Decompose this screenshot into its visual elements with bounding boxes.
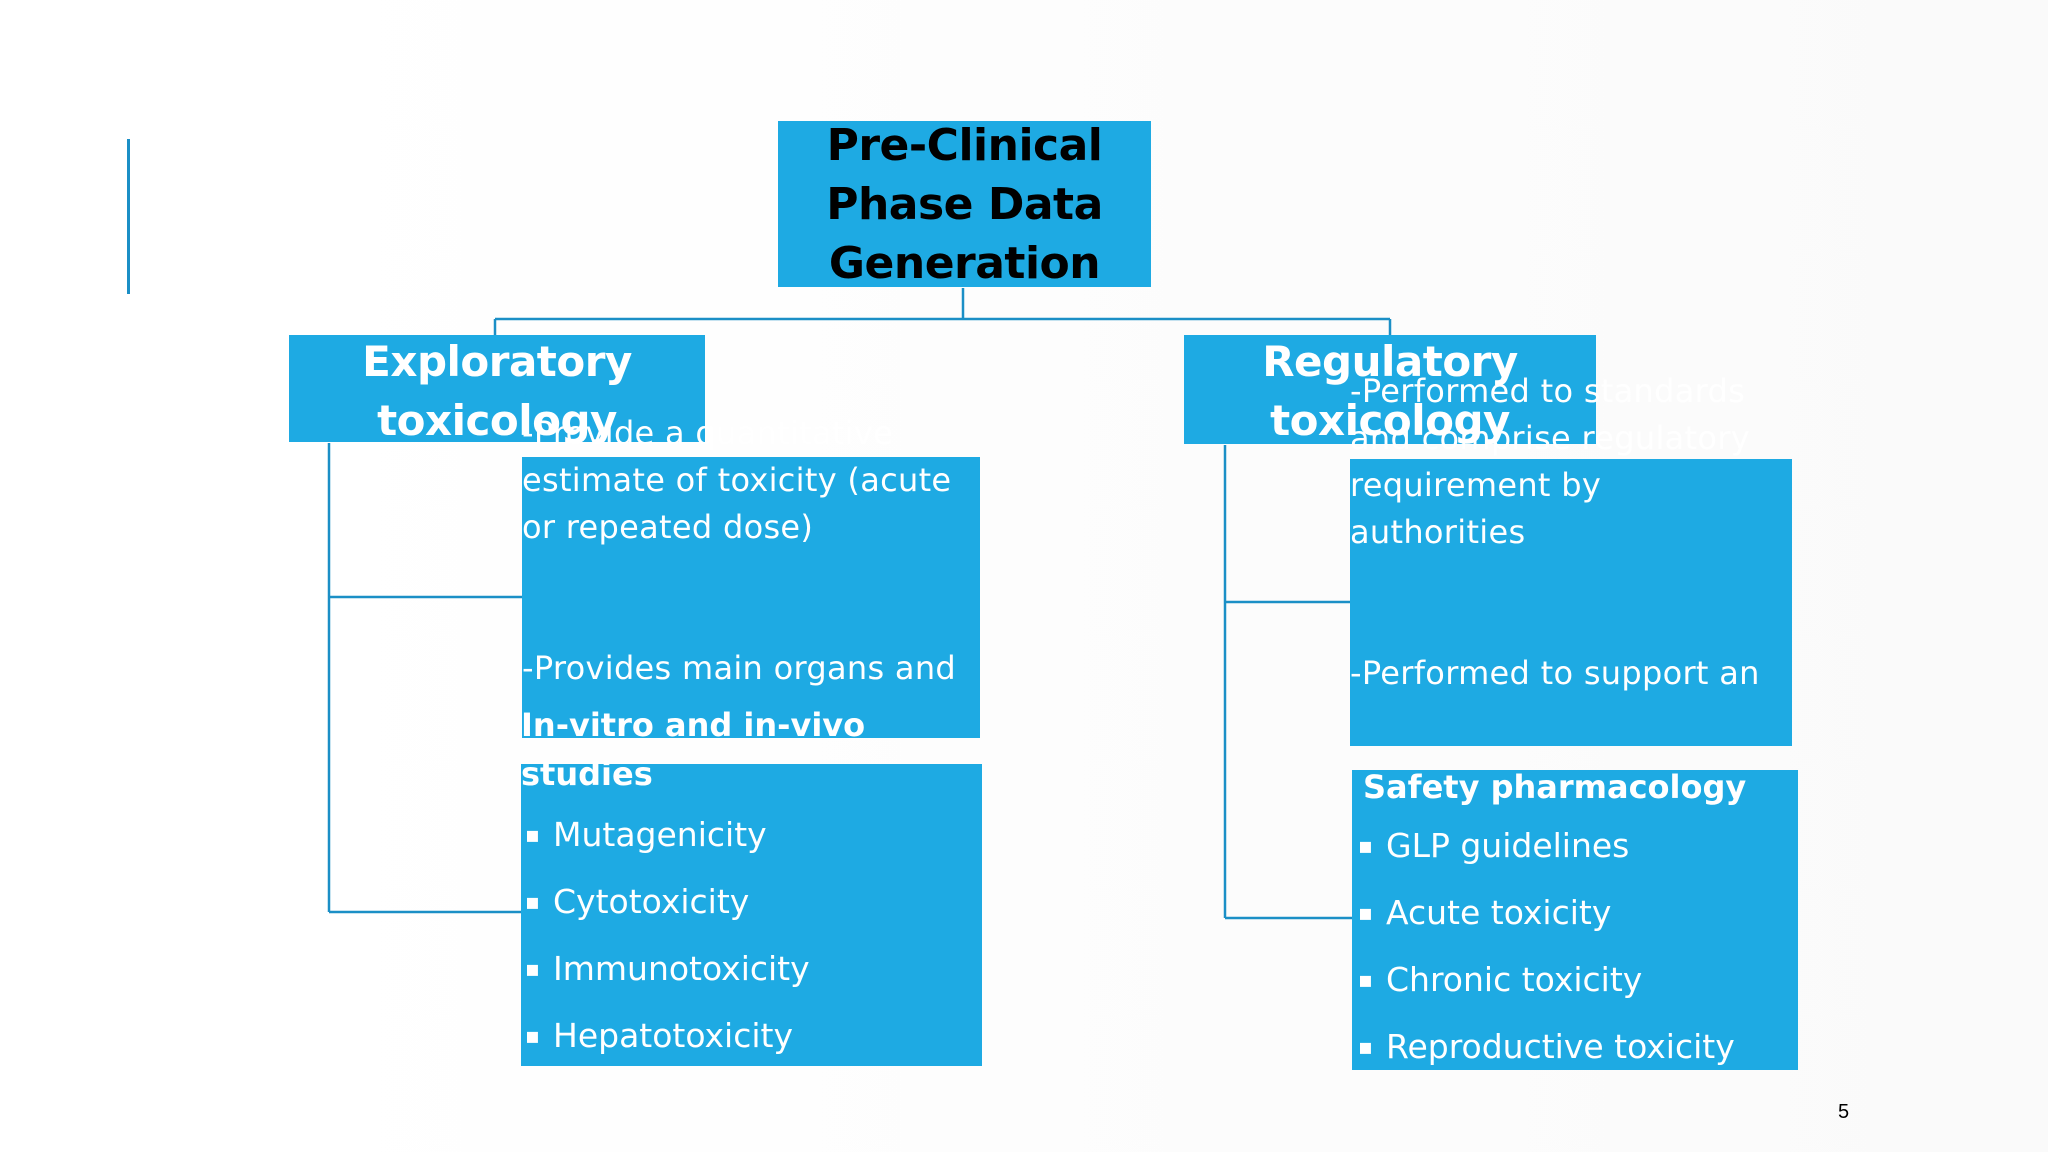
list-item-label: Cytotoxicity <box>553 882 750 921</box>
list-item: ▪ Acute toxicity <box>1352 880 1798 947</box>
regulatory-box: Regulatory toxicology <box>1184 335 1596 445</box>
exploratory-box: Exploratory toxicology <box>289 335 705 445</box>
regulatory-description: -Performed to standards and comprise reg… <box>1350 372 1760 692</box>
exploratory-desc-box <box>522 457 980 738</box>
exploratory-studies-title: In-vitro and in-vivo studies <box>521 706 866 793</box>
bullet-icon: ▪ <box>525 957 540 982</box>
list-item: ▪ Hepatotoxicity <box>521 1003 982 1070</box>
regulatory-studies-list: ▪ GLP guidelines ▪ Acute toxicity ▪ Chronic t… <box>1352 813 1798 1081</box>
regulatory-desc-box <box>1350 459 1792 746</box>
list-item-label: Reproductive toxicity <box>1386 1027 1735 1066</box>
root-title: Pre-Clinical Phase Data Generation <box>826 120 1103 289</box>
exploratory-description: -Provide a quantitative estimate of toxi… <box>522 414 957 687</box>
list-item-label: Mutagenicity <box>553 815 767 854</box>
list-item-label: GLP guidelines <box>1386 826 1630 865</box>
regulatory-title: Regulatory toxicology <box>1262 337 1518 445</box>
regulatory-studies-box <box>1352 770 1798 1070</box>
bullet-icon: ▪ <box>1358 901 1373 926</box>
list-item-label: Acute toxicity <box>1386 893 1612 932</box>
regulatory-studies-content: Safety pharmacology ▪ GLP guidelines ▪ Acut… <box>1352 764 1798 1081</box>
regulatory-studies-title: Safety pharmacology <box>1363 768 1747 806</box>
page-number: 5 <box>1838 1101 1850 1123</box>
list-item-label: Hepatotoxicity <box>553 1016 794 1055</box>
exploratory-studies-list: ▪ Mutagenicity ▪ Cytotoxicity ▪ Immunotoxicit… <box>521 802 982 1070</box>
list-item-label: Chronic toxicity <box>1386 960 1643 999</box>
bullet-icon: ▪ <box>1358 968 1373 993</box>
exploratory-studies-box <box>521 764 982 1066</box>
exploratory-title: Exploratory toxicology <box>362 337 632 445</box>
list-item: ▪ Cytotoxicity <box>521 869 982 936</box>
list-item: ▪ GLP guidelines <box>1352 813 1798 880</box>
bullet-icon: ▪ <box>1358 834 1373 859</box>
bullet-icon: ▪ <box>525 1024 540 1049</box>
bullet-icon: ▪ <box>525 823 540 848</box>
bullet-icon: ▪ <box>1358 1035 1373 1060</box>
list-item: ▪ Mutagenicity <box>521 802 982 869</box>
root-box: Pre-Clinical Phase Data Generation <box>778 120 1151 289</box>
list-item: ▪ Chronic toxicity <box>1352 947 1798 1014</box>
list-item-label: Immunotoxicity <box>553 949 810 988</box>
list-item: ▪ Reproductive toxicity <box>1352 1014 1798 1081</box>
bullet-icon: ▪ <box>525 890 540 915</box>
accent-bar <box>127 139 130 294</box>
exploratory-studies-content: In-vitro and in-vivo studies ▪ Mutagenici… <box>521 701 982 1070</box>
list-item: ▪ Immunotoxicity <box>521 936 982 1003</box>
